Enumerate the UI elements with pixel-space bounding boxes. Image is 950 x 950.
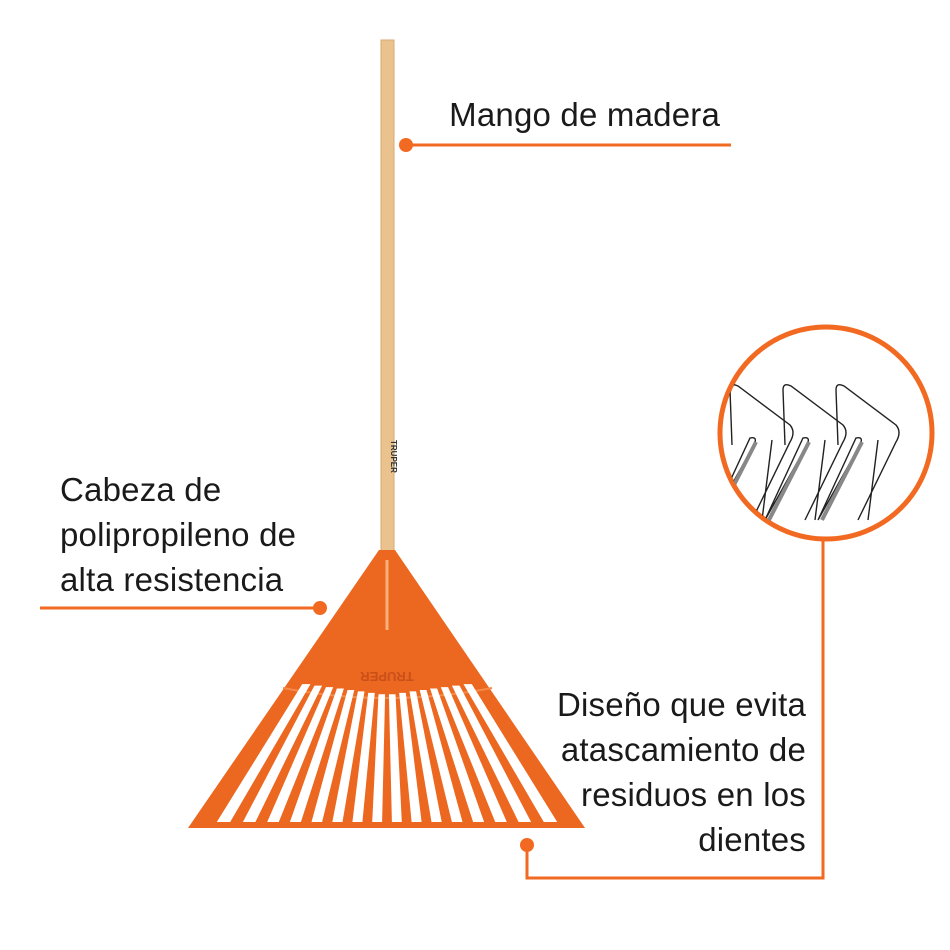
handle-logo: TRUPER bbox=[389, 440, 398, 473]
tine-slot bbox=[332, 691, 365, 822]
tine-slot bbox=[399, 692, 422, 822]
tine-slot bbox=[352, 692, 375, 822]
head-callout-label: Cabeza de polipropileno de alta resisten… bbox=[60, 467, 296, 602]
teeth-label-line: atascamiento de bbox=[560, 731, 806, 768]
tine-slot bbox=[463, 684, 558, 822]
tine-detail-shade bbox=[767, 441, 811, 521]
tine-slot bbox=[216, 684, 311, 822]
tine-slot bbox=[419, 689, 463, 822]
rake-tine-slots bbox=[216, 684, 558, 822]
head-label-line: alta resistencia bbox=[60, 561, 284, 598]
teeth-label-line: residuos en los bbox=[581, 776, 806, 813]
teeth-label-line: Diseño que evita bbox=[556, 686, 806, 723]
tine-slot bbox=[372, 694, 386, 822]
tine-detail-shade bbox=[820, 441, 864, 521]
rake-head-logo: TRUPER bbox=[360, 669, 414, 684]
head-label-line: Cabeza de bbox=[60, 471, 222, 508]
teeth-label-line: dientes bbox=[698, 821, 806, 858]
tine-slot bbox=[289, 688, 344, 822]
wooden-handle bbox=[380, 39, 395, 556]
rake-head bbox=[188, 550, 585, 828]
tine-slot bbox=[242, 685, 323, 822]
teeth-callout-label: Diseño que evita atascamiento de residuo… bbox=[506, 682, 806, 862]
handle-callout-label: Mango de madera bbox=[440, 92, 720, 137]
rake-head-rib bbox=[282, 687, 493, 699]
tine-slot bbox=[388, 694, 402, 822]
detail-inset-circle bbox=[717, 324, 935, 542]
tine-slot bbox=[311, 689, 355, 822]
teeth-callout-line bbox=[525, 540, 825, 880]
handle-callout-dot bbox=[399, 138, 413, 152]
head-label-line: polipropileno de bbox=[60, 516, 297, 553]
teeth-callout-dot bbox=[520, 838, 534, 852]
tine-slot bbox=[430, 688, 485, 822]
tine-slot bbox=[409, 691, 442, 822]
tine-slot bbox=[267, 687, 334, 822]
handle-label-text: Mango de madera bbox=[449, 96, 720, 133]
head-callout-dot bbox=[313, 601, 327, 615]
tine-slot bbox=[440, 687, 507, 822]
tine-slot bbox=[451, 685, 532, 822]
